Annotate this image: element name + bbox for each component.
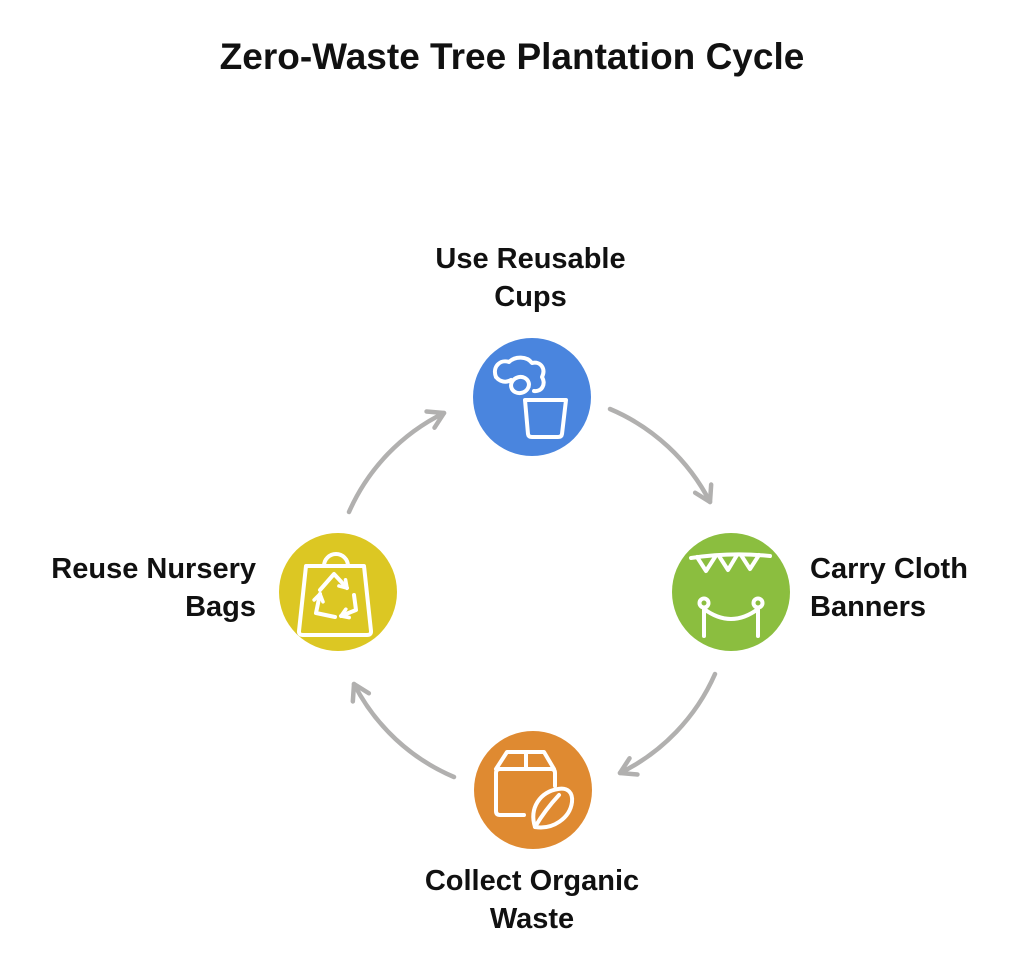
step-label-right: Carry Cloth Banners: [810, 553, 968, 623]
bag-with-recycle-arrows-icon: [296, 552, 374, 637]
arrow-right-to-bottom: [617, 671, 718, 777]
page-title: Zero-Waste Tree Plantation Cycle: [219, 36, 805, 77]
arrow-left-to-top: [346, 409, 447, 515]
step-label-left: Reuse Nursery Bags: [51, 553, 256, 623]
box-with-leaf-icon: [494, 750, 575, 830]
step-circle-right: [672, 533, 790, 651]
step-circle-bottom: [474, 731, 592, 849]
step-circle-left: [279, 533, 397, 651]
bunting-and-rope-barrier-icon: [689, 552, 772, 638]
hand-dropping-item-into-cup-icon: [493, 355, 568, 439]
step-label-top: Use Reusable Cups: [435, 243, 626, 313]
step-label-bottom: Collect Organic Waste: [424, 865, 640, 935]
arrow-bottom-to-left: [350, 681, 457, 780]
arrow-top-to-right: [607, 406, 714, 505]
